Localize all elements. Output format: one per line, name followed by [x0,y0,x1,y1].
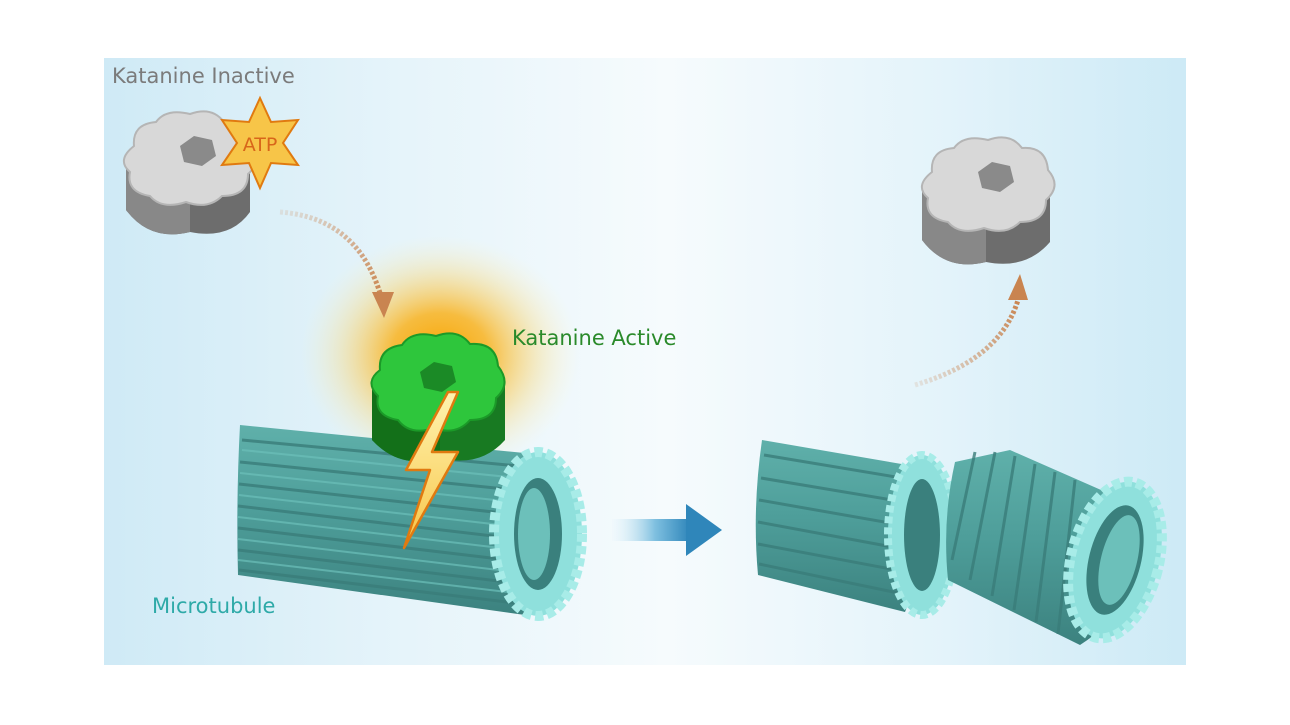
release-arrow [914,274,1028,388]
label-microtubule: Microtubule [152,594,276,618]
katanine-released-hexamer [921,136,1056,265]
atp-label: ATP [243,134,278,156]
label-katanine-inactive: Katanine Inactive [112,64,295,88]
process-arrow [612,504,722,556]
katanine-inactive-hexamer [123,110,258,235]
microtubule-fragment-right [946,450,1167,645]
microtubule-fragment-left [755,440,960,619]
katanine-active-hexamer [370,332,506,462]
binding-arrow [279,209,394,318]
label-katanine-active: Katanine Active [512,326,677,350]
microtubule-intact [237,425,587,621]
lightning-bolt-icon [402,390,460,550]
atp-star-icon: ATP [220,95,300,191]
